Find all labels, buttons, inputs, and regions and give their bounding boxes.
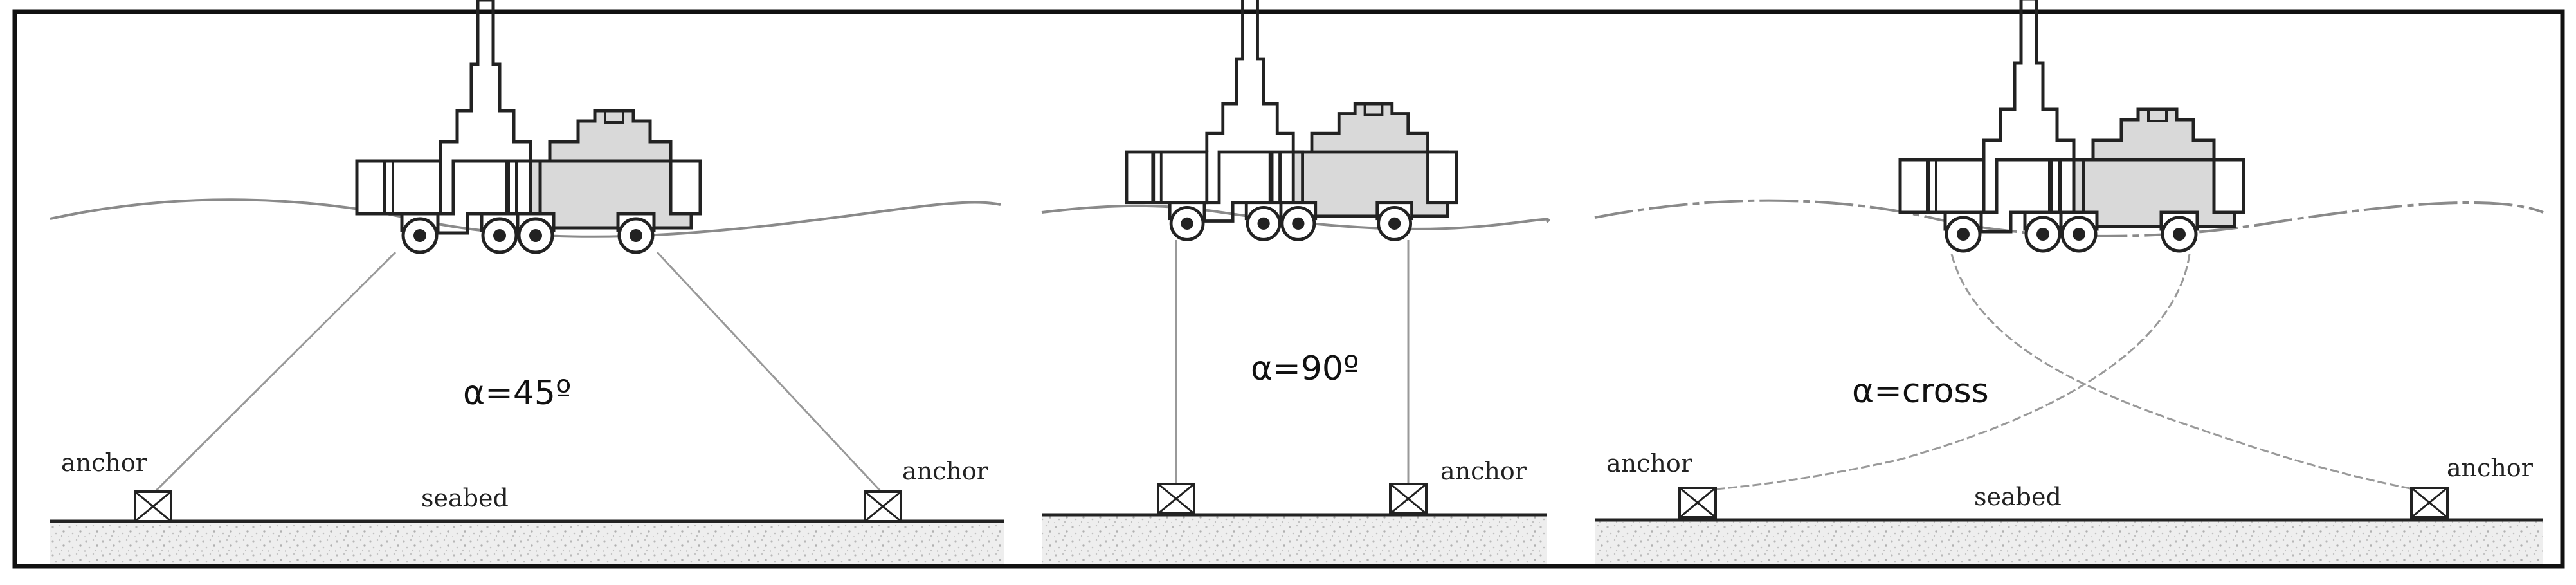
mooring-line-left bbox=[152, 251, 397, 495]
anchor-block-left bbox=[1157, 483, 1195, 515]
anchor-block-left bbox=[1678, 487, 1717, 519]
platform bbox=[1127, 0, 1456, 239]
panel-cross: anchor anchor seabed α=cross bbox=[1594, 0, 2544, 564]
platform bbox=[357, 0, 700, 252]
platform bbox=[1900, 0, 2244, 251]
anchor-block-right bbox=[2410, 487, 2449, 519]
water-surface bbox=[50, 198, 1001, 238]
anchor-block-right bbox=[864, 490, 902, 523]
mooring-line-cross-a bbox=[1950, 254, 2430, 493]
anchor-label-right: anchor bbox=[1440, 457, 1527, 485]
alpha-label: α=cross bbox=[1852, 372, 1989, 411]
anchor-block-right bbox=[1389, 483, 1428, 515]
anchor-label-right: anchor bbox=[2447, 454, 2534, 482]
alpha-label: α=90º bbox=[1251, 349, 1359, 388]
anchor-label-left: anchor bbox=[1606, 449, 1693, 478]
seabed-ground bbox=[1042, 515, 1547, 564]
seabed-ground bbox=[50, 521, 1004, 564]
water-surface bbox=[1041, 204, 1550, 230]
anchor-label-right: anchor bbox=[902, 457, 989, 485]
panel-45: anchor anchor seabed α=45º bbox=[50, 0, 1004, 564]
panel-90: anchor α=90º bbox=[1041, 0, 1550, 564]
seabed-ground bbox=[1595, 520, 2543, 564]
seabed-label: seabed bbox=[421, 484, 509, 512]
figure-border bbox=[12, 9, 2565, 569]
seabed-label: seabed bbox=[1974, 483, 2062, 511]
mooring-line-right bbox=[656, 251, 884, 495]
alpha-label: α=45º bbox=[463, 374, 572, 413]
mooring-line-cross-b bbox=[1698, 254, 2191, 492]
anchor-label-left: anchor bbox=[61, 449, 148, 477]
anchor-block-left bbox=[134, 490, 172, 523]
